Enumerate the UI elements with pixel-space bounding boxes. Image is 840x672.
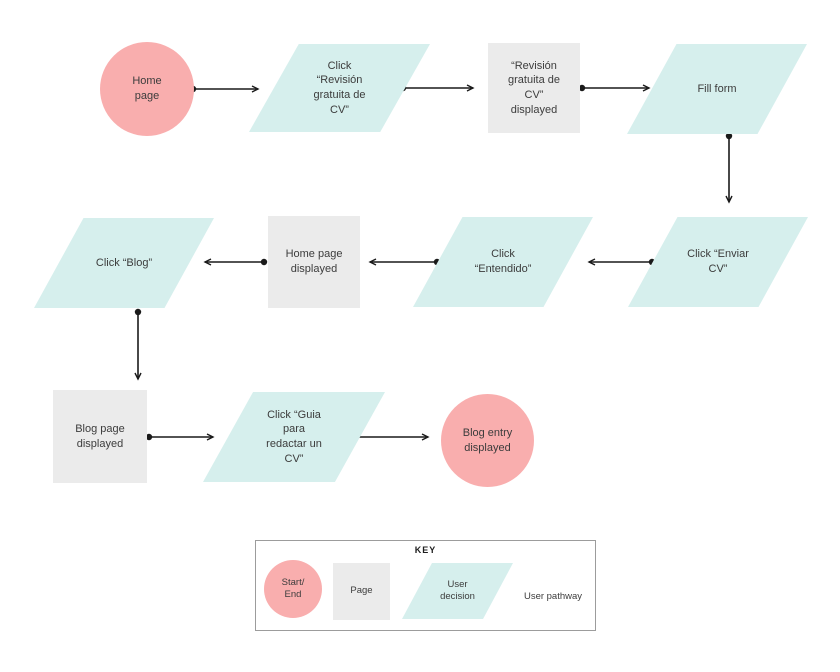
key-page-label: Page: [350, 585, 373, 597]
key-page-shape: Page: [333, 563, 390, 620]
key-start-end-label: Start/ End: [281, 576, 305, 600]
node-click-enviar-cv: Click “Enviar CV”: [628, 217, 808, 307]
node-revision-gratuita-displayed: “Revisión gratuita de CV” displayed: [488, 43, 580, 133]
node-click-guia-redactar-cv: Click “Guia para redactar un CV”: [203, 392, 385, 482]
node-label: Click “Entendido”: [474, 248, 532, 275]
node-label: Click “Blog”: [95, 256, 153, 269]
node-click-revision-gratuita: Click “Revisión gratuita de CV”: [249, 44, 430, 132]
node-label: Fill form: [697, 82, 737, 95]
key-user-pathway-label: User pathway: [523, 591, 583, 602]
node-fill-form: Fill form: [627, 44, 807, 134]
node-label: Home page: [132, 75, 162, 102]
key-start-end-shape: Start/ End: [264, 560, 322, 618]
key-title: KEY: [414, 545, 437, 555]
key-legend: KEY Start/ End Page User decision User p…: [255, 540, 596, 631]
node-label: Click “Revisión gratuita de CV”: [313, 59, 366, 116]
node-blog-entry-displayed: Blog entry displayed: [441, 394, 534, 487]
node-label: Blog entry displayed: [462, 426, 513, 454]
node-label: Blog page displayed: [75, 422, 125, 450]
node-label: Click “Enviar CV”: [687, 248, 749, 275]
node-home-page: Home page: [100, 42, 194, 136]
node-label: Click “Guia para redactar un CV”: [266, 408, 322, 465]
node-home-page-displayed: Home page displayed: [268, 216, 360, 308]
node-label: Home page displayed: [285, 248, 343, 275]
node-click-blog: Click “Blog”: [34, 218, 214, 308]
node-blog-page-displayed: Blog page displayed: [53, 390, 147, 483]
node-label: “Revisión gratuita de CV” displayed: [508, 59, 560, 116]
key-user-decision-label: User decision: [440, 578, 475, 602]
node-click-entendido: Click “Entendido”: [413, 217, 593, 307]
